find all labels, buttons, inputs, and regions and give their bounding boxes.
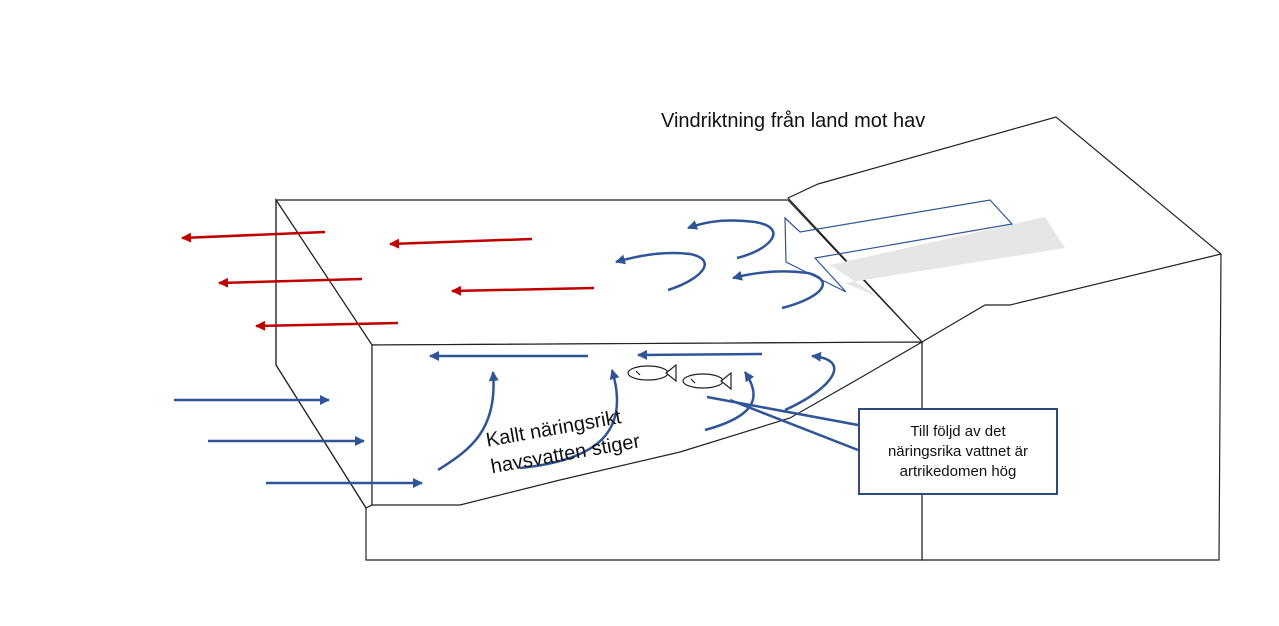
swirl-arrow	[687, 219, 775, 260]
species-richness-callout: Till följd av det näringsrika vattnet är…	[858, 408, 1058, 495]
upwelling-arrow	[437, 371, 499, 472]
callout-line: Till följd av det	[910, 422, 1006, 440]
surface-current-arrow	[255, 320, 399, 331]
surface-currents	[181, 230, 595, 331]
wind-arrow-shadow	[830, 217, 1065, 298]
upwelling-arrow	[784, 351, 836, 412]
callout-text: Till följd av det näringsrika vattnet är…	[888, 422, 1028, 482]
surface-current-arrow	[181, 230, 326, 243]
deep-currents	[174, 349, 836, 488]
sea-block	[274, 198, 924, 561]
upwelling-arrow	[519, 369, 620, 470]
wind-arrow-outline	[784, 199, 1014, 293]
wind-direction-label: Vindriktning från land mot hav	[661, 110, 926, 132]
callout-line: näringsrika vattnet är	[887, 442, 1029, 460]
callout-line: artrikedomen hög	[899, 462, 1017, 480]
callout-pointer	[706, 395, 859, 452]
offshore-top-arrow	[637, 349, 763, 360]
surface-current-arrow	[389, 237, 533, 249]
surface-current-arrow	[218, 277, 363, 288]
wind-arrow	[784, 199, 1065, 298]
surface-current-arrow	[451, 285, 595, 296]
fish-icon	[682, 371, 732, 391]
swirl-arrow	[732, 270, 824, 310]
surface-swirls	[615, 219, 824, 310]
fish-icon	[627, 363, 677, 383]
swirl-arrow	[615, 251, 706, 292]
